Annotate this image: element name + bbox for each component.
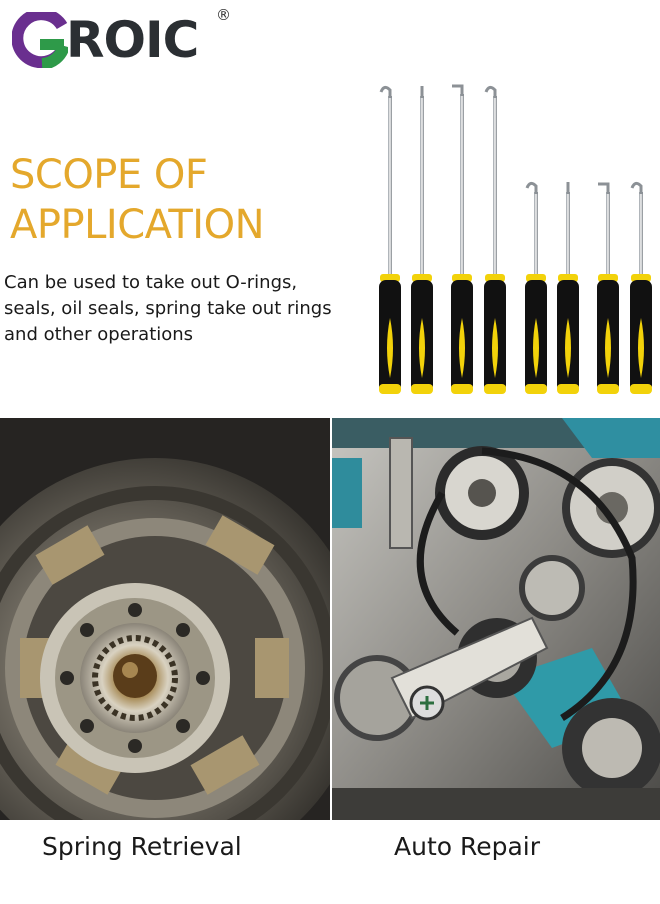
auto-repair-photo: [332, 418, 660, 820]
hook-pick-tool: [557, 182, 579, 394]
clutch-assembly-photo-icon: [0, 418, 330, 820]
section-title-line-1: SCOPE OF: [10, 152, 208, 198]
hook-pick-tool: [379, 85, 401, 394]
hook-pick-tool: [484, 85, 506, 394]
hook-pick-tool: [630, 181, 652, 394]
brand-name: ROIC: [66, 11, 199, 69]
spring-retrieval-photo: [0, 418, 330, 820]
hook-pick-tool: [597, 182, 619, 394]
section-title: SCOPE OF APPLICATION: [10, 150, 265, 250]
groic-g-logo-icon: [12, 12, 68, 68]
hook-pick-tool: [525, 181, 547, 394]
engine-bay-photo-icon: [332, 418, 660, 820]
spring-retrieval-caption: Spring Retrieval: [42, 832, 242, 861]
hook-pick-tool: [451, 84, 473, 394]
section-title-line-2: APPLICATION: [10, 202, 265, 248]
brand-logo: ROIC ®: [12, 6, 231, 70]
hook-pick-tool: [411, 86, 433, 394]
registered-mark: ®: [216, 6, 231, 24]
section-description: Can be used to take out O-rings, seals, …: [4, 272, 332, 345]
auto-repair-caption: Auto Repair: [394, 832, 541, 861]
hook-pick-set-image: [379, 84, 652, 394]
